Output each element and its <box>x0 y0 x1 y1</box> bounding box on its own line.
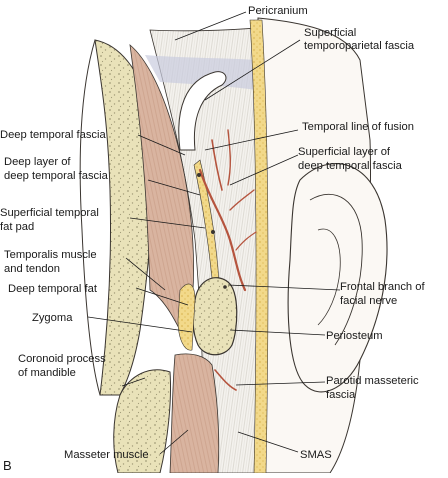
panel-letter: B <box>3 458 12 473</box>
nerve-dot-upper <box>197 173 201 177</box>
coronoid-process <box>113 369 172 474</box>
label-deep-layer-of-deep-temporal-fascia: Deep layer of deep temporal fascia <box>4 156 109 182</box>
label-temporal-line-of-fusion: Temporal line of fusion <box>302 121 414 133</box>
label-deep-temporal-fat: Deep temporal fat <box>8 283 98 295</box>
inner-bone-table <box>79 39 101 396</box>
label-masseter-muscle: Masseter muscle <box>64 449 149 461</box>
label-superficial-temporal-fat-pad: Superficial temporal fat pad <box>0 207 102 233</box>
label-smas: SMAS <box>300 449 332 461</box>
temporoparietal-fascia-band <box>145 55 256 90</box>
label-parotid-masseteric-fascia: Parotid masseteric fascia <box>326 375 422 401</box>
zygoma-bone <box>192 277 238 356</box>
label-zygoma: Zygoma <box>32 312 73 324</box>
ear <box>287 163 388 393</box>
label-pericranium: Pericranium <box>248 5 308 17</box>
leader-lines <box>87 11 341 455</box>
nerve-dot-lower <box>211 230 215 234</box>
ear-helix-inner <box>309 194 363 346</box>
label-superficial-layer-of-deep-temporal-fascia: Superficial layer of deep temporal fasci… <box>298 146 403 172</box>
temporal-vessels <box>198 129 257 391</box>
label-temporalis-muscle-and-tendon: Temporalis muscle and tendon <box>4 249 100 275</box>
label-layer: Pericranium Superficial temporoparietal … <box>0 5 428 473</box>
nerve-dot-branch <box>223 285 227 289</box>
label-deep-temporal-fascia: Deep temporal fascia <box>0 129 106 141</box>
label-coronoid-process-of-mandible: Coronoid process of mandible <box>18 353 109 379</box>
deep-temporal-fat <box>177 283 196 351</box>
masseter-muscle <box>169 353 220 474</box>
label-frontal-branch-of-facial-nerve: Frontal branch of facial nerve <box>340 281 428 307</box>
label-periosteum: Periosteum <box>326 330 383 342</box>
ear-antihelix <box>317 228 341 326</box>
label-superficial-temporoparietal-fascia: Superficial temporoparietal fascia <box>304 27 415 52</box>
temporal-line-of-fusion-curl <box>178 71 227 151</box>
